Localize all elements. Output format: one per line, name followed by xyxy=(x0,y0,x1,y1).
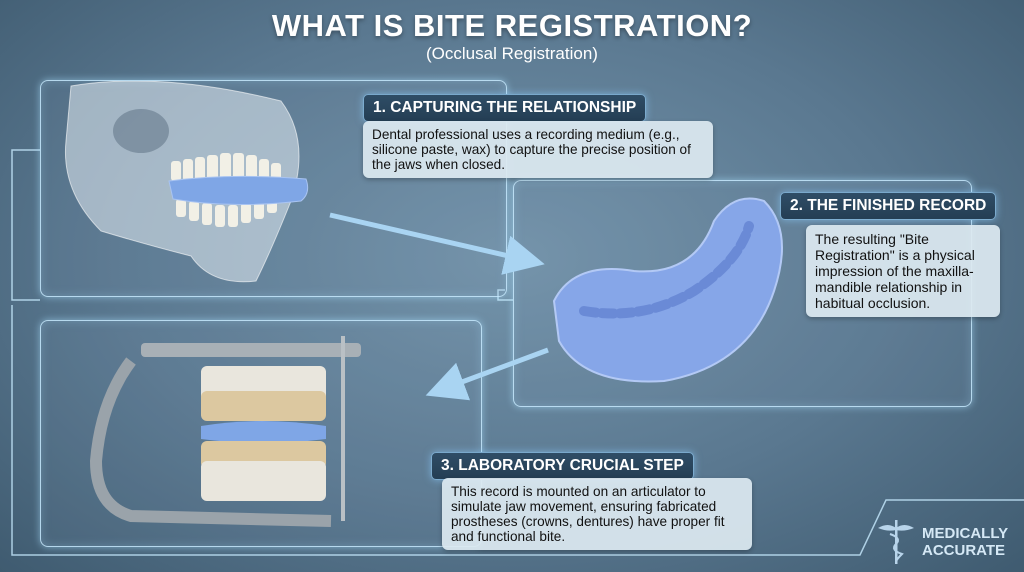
step-2-label: 2. THE FINISHED RECORD xyxy=(780,192,997,220)
logo-line-2: ACCURATE xyxy=(922,542,1006,559)
arrow-to-record xyxy=(329,212,545,275)
page-subtitle: (Occlusal Registration) xyxy=(426,44,598,63)
step-1-label: 1. CAPTURING THE RELATIONSHIP xyxy=(363,94,647,122)
step-1-description: Dental professional uses a recording med… xyxy=(363,121,713,178)
articulator-illustration xyxy=(89,336,361,527)
arrow-to-articulator xyxy=(425,347,549,401)
logo-line-1: MEDICALLY xyxy=(922,525,1009,542)
panel-laboratory xyxy=(40,320,482,547)
step-3-label: 3. LABORATORY CRUCIAL STEP xyxy=(431,452,694,480)
caduceus-icon xyxy=(878,520,914,564)
skull-illustration xyxy=(64,80,309,283)
step-2-description: The resulting "Bite Registration" is a p… xyxy=(806,225,1000,317)
step-3-description: This record is mounted on an articulator… xyxy=(442,478,752,550)
bite-registration-illustration xyxy=(552,197,783,383)
medically-accurate-logo: MEDICALLY ACCURATE xyxy=(876,518,1008,566)
page-title: WHAT IS BITE REGISTRATION? xyxy=(271,8,753,43)
